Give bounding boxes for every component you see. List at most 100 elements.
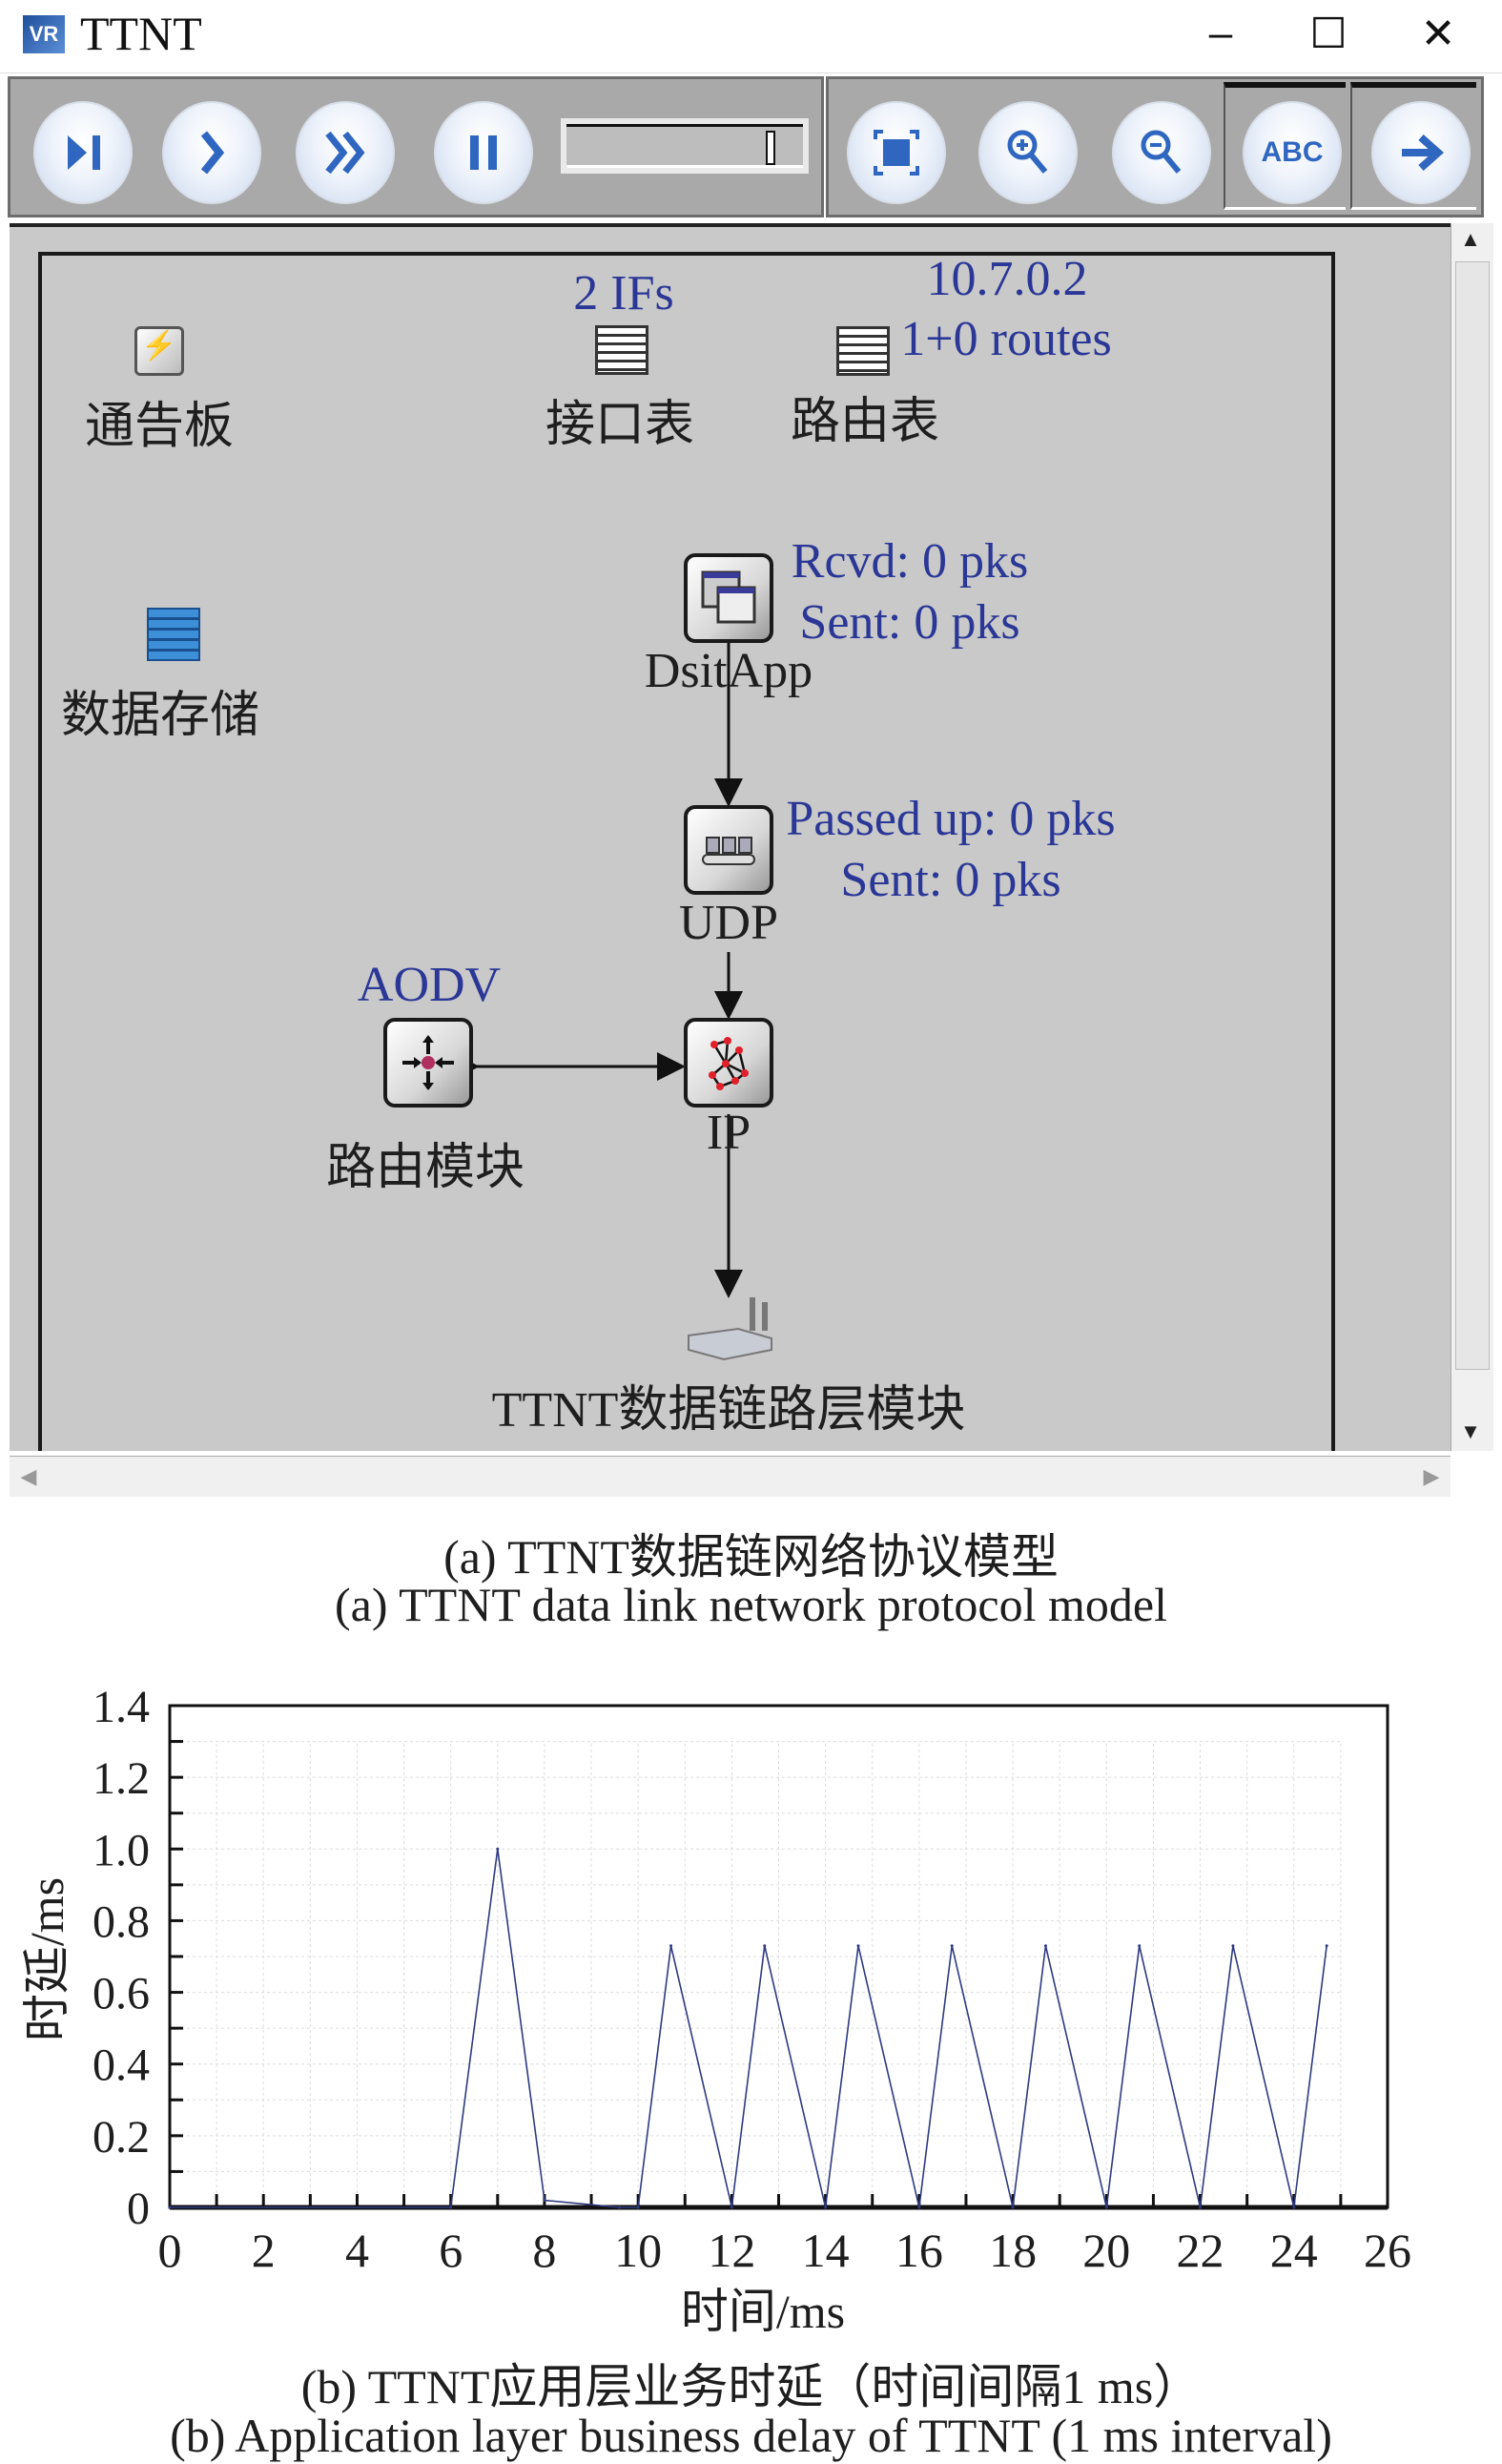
x-tick-label: 22	[1177, 2224, 1224, 2277]
vr-logo-icon: VR	[23, 15, 65, 53]
routing-table-address: 10.7.0.2	[926, 252, 1088, 306]
fit-window-button[interactable]	[847, 101, 946, 204]
maximize-button[interactable]: ☐	[1309, 10, 1348, 57]
y-tick-label: 0.6	[93, 1969, 150, 2019]
x-tick-label: 24	[1270, 2224, 1318, 2277]
speed-slider[interactable]	[561, 118, 809, 174]
storage-label: 数据存储	[60, 689, 260, 743]
data-point	[950, 1944, 954, 1948]
router-device-icon[interactable]	[681, 1293, 776, 1369]
data-point	[669, 1944, 673, 1948]
udp-node[interactable]	[684, 805, 773, 895]
data-point	[496, 1847, 500, 1851]
routing-module-node[interactable]	[383, 1018, 473, 1108]
data-point	[1199, 2205, 1203, 2209]
horizontal-scrollbar[interactable]: ◀ ▶	[10, 1456, 1451, 1497]
slider-thumb[interactable]	[766, 131, 775, 165]
abc-labels-button[interactable]: ABC	[1243, 101, 1342, 204]
forward-arrow-icon	[1402, 135, 1445, 171]
udp-label: UDP	[678, 896, 779, 950]
ip-node[interactable]	[684, 1018, 773, 1108]
zoom-in-icon	[1007, 130, 1048, 174]
routing-table-label: 路由表	[790, 395, 940, 449]
x-tick-label: 16	[895, 2224, 943, 2277]
arrow-toggle-frame	[1350, 82, 1476, 210]
step-icon	[68, 135, 100, 170]
x-tick-label: 20	[1082, 2224, 1130, 2277]
y-tick-label: 0.2	[93, 2112, 150, 2163]
pause-button[interactable]	[434, 101, 533, 204]
caption-a-cn: (a) TTNT数据链网络协议模型	[443, 1530, 1059, 1584]
data-point	[543, 2198, 546, 2202]
iftable-label: 接口表	[545, 398, 695, 452]
x-tick-label: 0	[158, 2224, 182, 2277]
y-tick-label: 1.0	[93, 1825, 150, 1875]
y-tick-label: 0.4	[93, 2040, 150, 2091]
routing-module-label: 路由模块	[325, 1141, 525, 1195]
vertical-scrollbar[interactable]: ▲ ▼	[1451, 223, 1493, 1451]
zoom-in-button[interactable]	[978, 101, 1078, 204]
x-tick-label: 8	[532, 2224, 556, 2277]
data-point	[636, 2205, 640, 2209]
data-storage-icon[interactable]	[147, 608, 200, 661]
x-tick-label: 6	[439, 2224, 463, 2277]
scroll-left-icon[interactable]: ◀	[20, 1464, 37, 1488]
caption-a-en: (a) TTNT data link network protocol mode…	[335, 1578, 1167, 1631]
window-title: TTNT	[80, 7, 202, 60]
dsitapp-node[interactable]	[684, 553, 773, 643]
data-point	[1011, 2205, 1015, 2209]
y-tick-label: 0	[127, 2184, 150, 2234]
interface-table-icon[interactable]	[595, 325, 648, 375]
zoom-out-button[interactable]	[1112, 101, 1211, 204]
data-point	[1292, 2205, 1296, 2209]
y-axis-label: 时延/ms	[20, 1877, 73, 2041]
x-tick-label: 26	[1364, 2224, 1411, 2277]
caption-b-cn: (b) TTNT应用层业务时延（时间间隔1 ms）	[300, 2360, 1202, 2413]
module-frame	[38, 252, 1335, 1451]
data-point	[1231, 1944, 1235, 1948]
connection-lines	[451, 632, 743, 1298]
scroll-right-icon[interactable]: ▶	[1423, 1464, 1440, 1488]
step-button[interactable]	[33, 101, 133, 204]
slider-track	[566, 124, 803, 168]
data-point	[1043, 1944, 1047, 1948]
scroll-down-icon[interactable]: ▼	[1460, 1419, 1481, 1443]
x-tick-label: 2	[252, 2224, 276, 2277]
data-point	[618, 2205, 622, 2209]
y-tick-label: 1.4	[93, 1682, 150, 1732]
scroll-up-icon[interactable]: ▲	[1460, 227, 1481, 251]
title-bar: VR TTNT – ☐ ✕	[0, 0, 1502, 73]
forward-arrow-button[interactable]	[1371, 101, 1471, 204]
abc-icon: ABC	[1261, 136, 1324, 168]
app-rcvd-stat: Rcvd: 0 pks	[791, 534, 1029, 589]
minimize-button[interactable]: –	[1208, 10, 1233, 56]
routing-arrows-icon	[402, 1035, 454, 1090]
y-tick-label: 0.8	[93, 1896, 150, 1947]
udp-passed-stat: Passed up: 0 pks	[786, 792, 1116, 846]
routing-table-icon[interactable]	[836, 326, 890, 376]
abc-toggle-frame	[1224, 82, 1346, 210]
run-button[interactable]	[162, 101, 261, 204]
data-point	[1104, 2205, 1108, 2209]
app-label: DsitApp	[644, 644, 813, 698]
data-point	[1138, 1944, 1142, 1948]
bulletin-board-icon[interactable]: ⚡	[134, 326, 184, 376]
close-button[interactable]: ✕	[1420, 10, 1456, 57]
bulletin-label: 通告板	[84, 400, 235, 454]
data-point	[449, 2205, 453, 2209]
fast-run-icon	[325, 131, 365, 175]
data-point	[763, 1944, 767, 1948]
iftable-info: 2 IFs	[573, 266, 674, 321]
pause-icon	[470, 135, 497, 170]
application-windows-icon	[701, 570, 756, 624]
link-layer-label: TTNT数据链路层模块	[491, 1383, 966, 1438]
scrollbar-thumb[interactable]	[1455, 261, 1490, 1370]
x-tick-label: 4	[345, 2224, 369, 2277]
routing-protocol: AODV	[357, 958, 502, 1012]
x-tick-label: 18	[989, 2224, 1037, 2277]
caption-b-en: (b) Application layer business delay of …	[170, 2409, 1332, 2462]
data-point	[824, 2205, 828, 2209]
fast-run-button[interactable]	[296, 101, 395, 204]
conveyor-icon	[702, 837, 755, 865]
